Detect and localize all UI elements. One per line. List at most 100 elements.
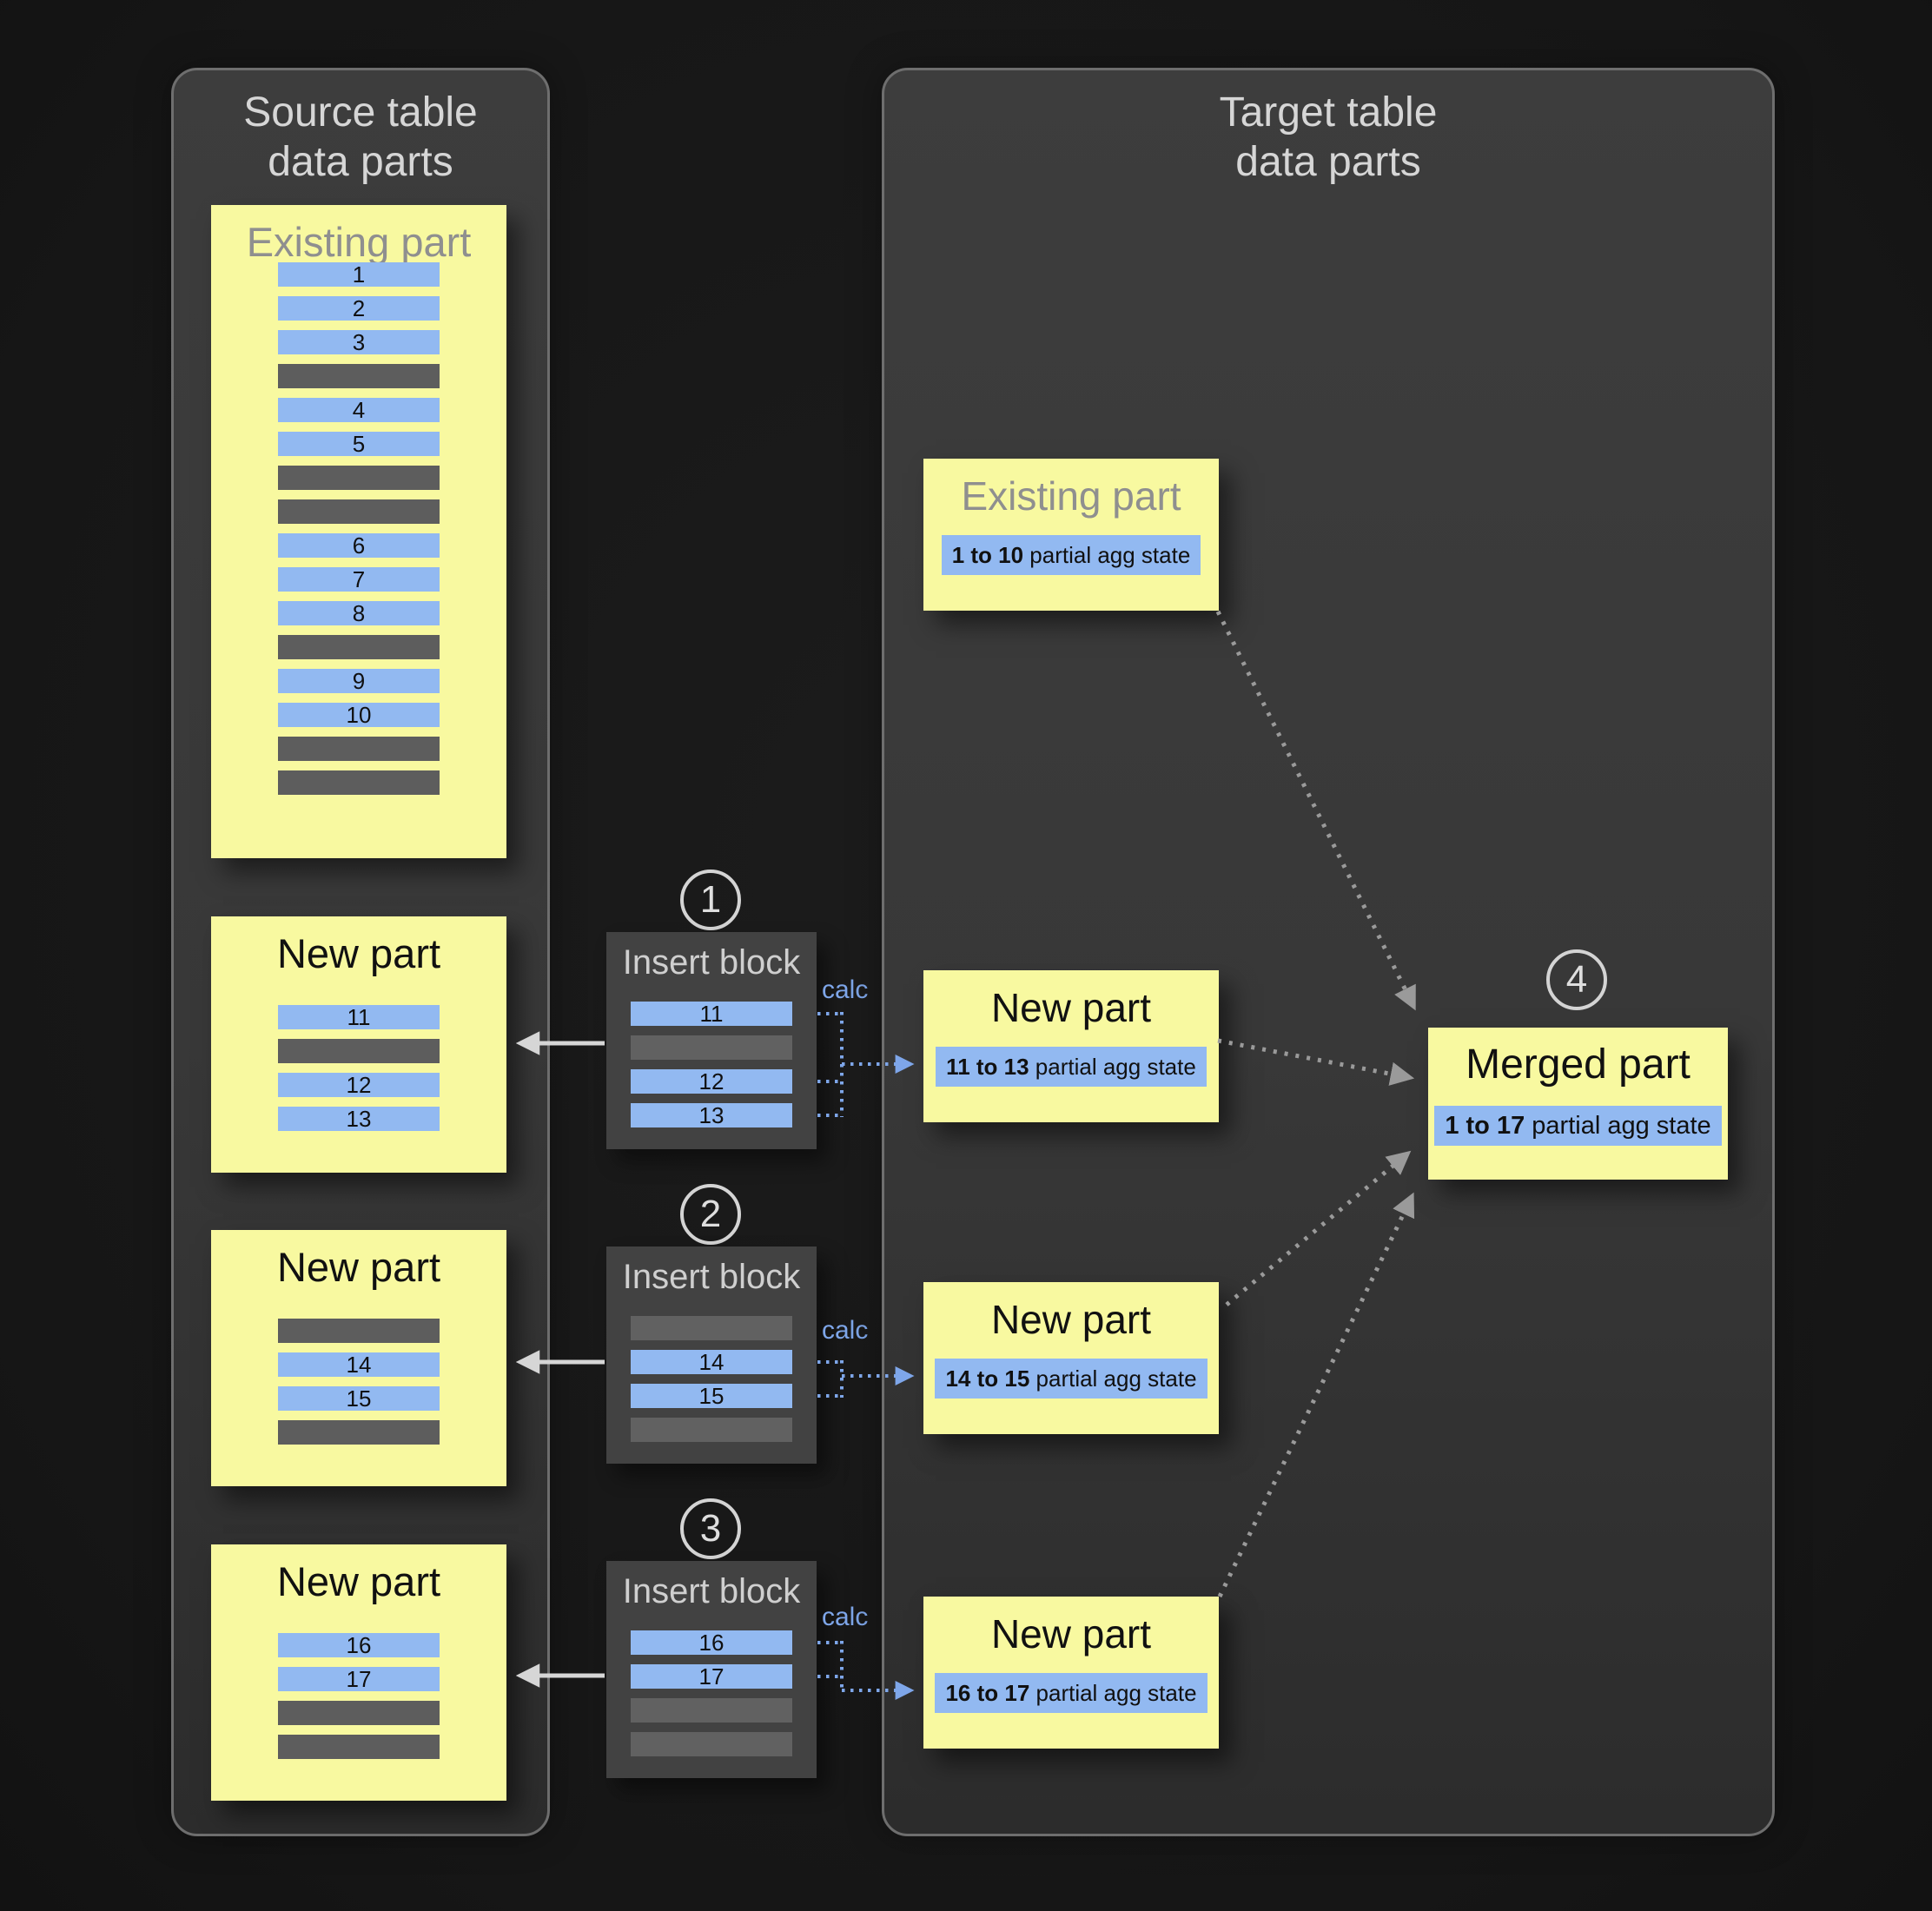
insert-block-3-rows: 16 17 — [631, 1630, 792, 1756]
data-row: 12 — [278, 1073, 440, 1097]
source-new-part-2-rows: 14 15 — [278, 1319, 440, 1445]
empty-row — [278, 770, 440, 795]
calc-label-2: calc — [822, 1316, 869, 1345]
data-row: 13 — [631, 1103, 792, 1127]
target-panel-title-line2: data parts — [1235, 139, 1421, 185]
data-row: 15 — [631, 1384, 792, 1408]
empty-row — [278, 466, 440, 490]
agg-range: 14 to 15 — [945, 1365, 1030, 1392]
source-existing-part-title: Existing part — [246, 219, 472, 265]
empty-row — [631, 1316, 792, 1340]
target-existing-part-title: Existing part — [961, 473, 1181, 519]
target-new-part-3-title: New part — [990, 1611, 1152, 1656]
source-existing-part: Existing part 1 2 3 4 5 6 7 8 9 10 — [211, 205, 506, 858]
source-new-part-1-title: New part — [276, 930, 441, 976]
data-row: 13 — [278, 1107, 440, 1131]
insert-block-3: Insert block 16 17 — [606, 1561, 817, 1778]
target-new-part-2: New part 14 to 15 partial agg state — [923, 1282, 1219, 1434]
empty-row — [278, 1701, 440, 1725]
data-row: 12 — [631, 1069, 792, 1094]
data-row: 15 — [278, 1386, 440, 1411]
insert-block-2: Insert block 14 15 — [606, 1246, 817, 1464]
empty-row — [631, 1035, 792, 1060]
data-row: 7 — [278, 567, 440, 592]
agg-state-row: 14 to 15 partial agg state — [935, 1359, 1208, 1399]
calc-connector-1-branches — [817, 1012, 844, 1117]
data-row: 5 — [278, 432, 440, 456]
data-row: 14 — [631, 1350, 792, 1374]
agg-state-row: 1 to 10 partial agg state — [941, 535, 1201, 575]
data-row: 10 — [278, 703, 440, 727]
data-row: 1 — [278, 262, 440, 287]
empty-row — [631, 1418, 792, 1442]
data-row: 16 — [278, 1633, 440, 1657]
source-new-part-2-title: New part — [276, 1244, 441, 1290]
data-row: 11 — [631, 1002, 792, 1026]
source-new-part-1-rows: 11 12 13 — [278, 1005, 440, 1131]
empty-row — [278, 1735, 440, 1759]
agg-suffix: partial agg state — [1525, 1112, 1711, 1140]
data-row: 6 — [278, 533, 440, 558]
step-1-badge: 1 — [680, 870, 741, 930]
agg-suffix: partial agg state — [1029, 1680, 1197, 1706]
source-new-part-3: New part 16 17 — [211, 1544, 506, 1801]
target-new-part-1-title: New part — [990, 985, 1152, 1030]
source-new-part-3-title: New part — [276, 1558, 441, 1604]
agg-suffix: partial agg state — [1023, 542, 1191, 568]
empty-row — [278, 635, 440, 659]
calc-label-1: calc — [822, 975, 869, 1004]
step-4-badge: 4 — [1546, 949, 1607, 1010]
empty-row — [278, 737, 440, 761]
agg-suffix: partial agg state — [1029, 1054, 1196, 1080]
agg-range: 1 to 10 — [951, 542, 1024, 568]
empty-row — [631, 1698, 792, 1723]
source-new-part-3-rows: 16 17 — [278, 1633, 440, 1759]
target-existing-part: Existing part 1 to 10 partial agg state — [923, 459, 1219, 611]
data-row: 17 — [278, 1667, 440, 1691]
target-merged-part-title: Merged part — [1466, 1041, 1690, 1088]
step-3-badge: 3 — [680, 1498, 741, 1559]
empty-row — [278, 499, 440, 524]
data-row: 9 — [278, 669, 440, 693]
insert-block-2-title: Insert block — [622, 1258, 801, 1296]
target-new-part-2-title: New part — [990, 1297, 1152, 1342]
source-panel-title-line2: data parts — [268, 139, 453, 185]
insert-block-2-rows: 14 15 — [631, 1316, 792, 1442]
empty-row — [278, 364, 440, 388]
agg-range: 11 to 13 — [946, 1054, 1029, 1080]
data-row: 11 — [278, 1005, 440, 1029]
data-row: 14 — [278, 1352, 440, 1377]
step-2-badge: 2 — [680, 1184, 741, 1245]
agg-state-row: 16 to 17 partial agg state — [935, 1673, 1208, 1713]
insert-block-1-rows: 11 12 13 — [631, 1002, 792, 1127]
insert-block-1: Insert block 11 12 13 — [606, 932, 817, 1149]
source-new-part-2: New part 14 15 — [211, 1230, 506, 1486]
calc-connector-3-branches — [817, 1641, 844, 1690]
data-row: 4 — [278, 398, 440, 422]
data-row: 17 — [631, 1664, 792, 1689]
data-row: 3 — [278, 330, 440, 354]
agg-range: 16 to 17 — [945, 1680, 1030, 1706]
empty-row — [631, 1732, 792, 1756]
target-merged-part: Merged part 1 to 17 partial agg state — [1428, 1028, 1728, 1180]
target-new-part-3: New part 16 to 17 partial agg state — [923, 1597, 1219, 1749]
empty-row — [278, 1319, 440, 1343]
source-panel-title-line1: Source table — [243, 89, 478, 136]
agg-state-row: 1 to 17 partial agg state — [1434, 1106, 1722, 1146]
agg-state-row: 11 to 13 partial agg state — [936, 1047, 1207, 1087]
source-existing-part-rows: 1 2 3 4 5 6 7 8 9 10 — [278, 262, 440, 795]
agg-range: 1 to 17 — [1445, 1112, 1525, 1140]
empty-row — [278, 1420, 440, 1445]
agg-suffix: partial agg state — [1029, 1365, 1197, 1392]
insert-block-3-title: Insert block — [622, 1572, 801, 1610]
data-row: 8 — [278, 601, 440, 625]
data-row: 2 — [278, 296, 440, 321]
insert-block-1-title: Insert block — [622, 943, 801, 982]
target-new-part-1: New part 11 to 13 partial agg state — [923, 970, 1219, 1122]
empty-row — [278, 1039, 440, 1063]
